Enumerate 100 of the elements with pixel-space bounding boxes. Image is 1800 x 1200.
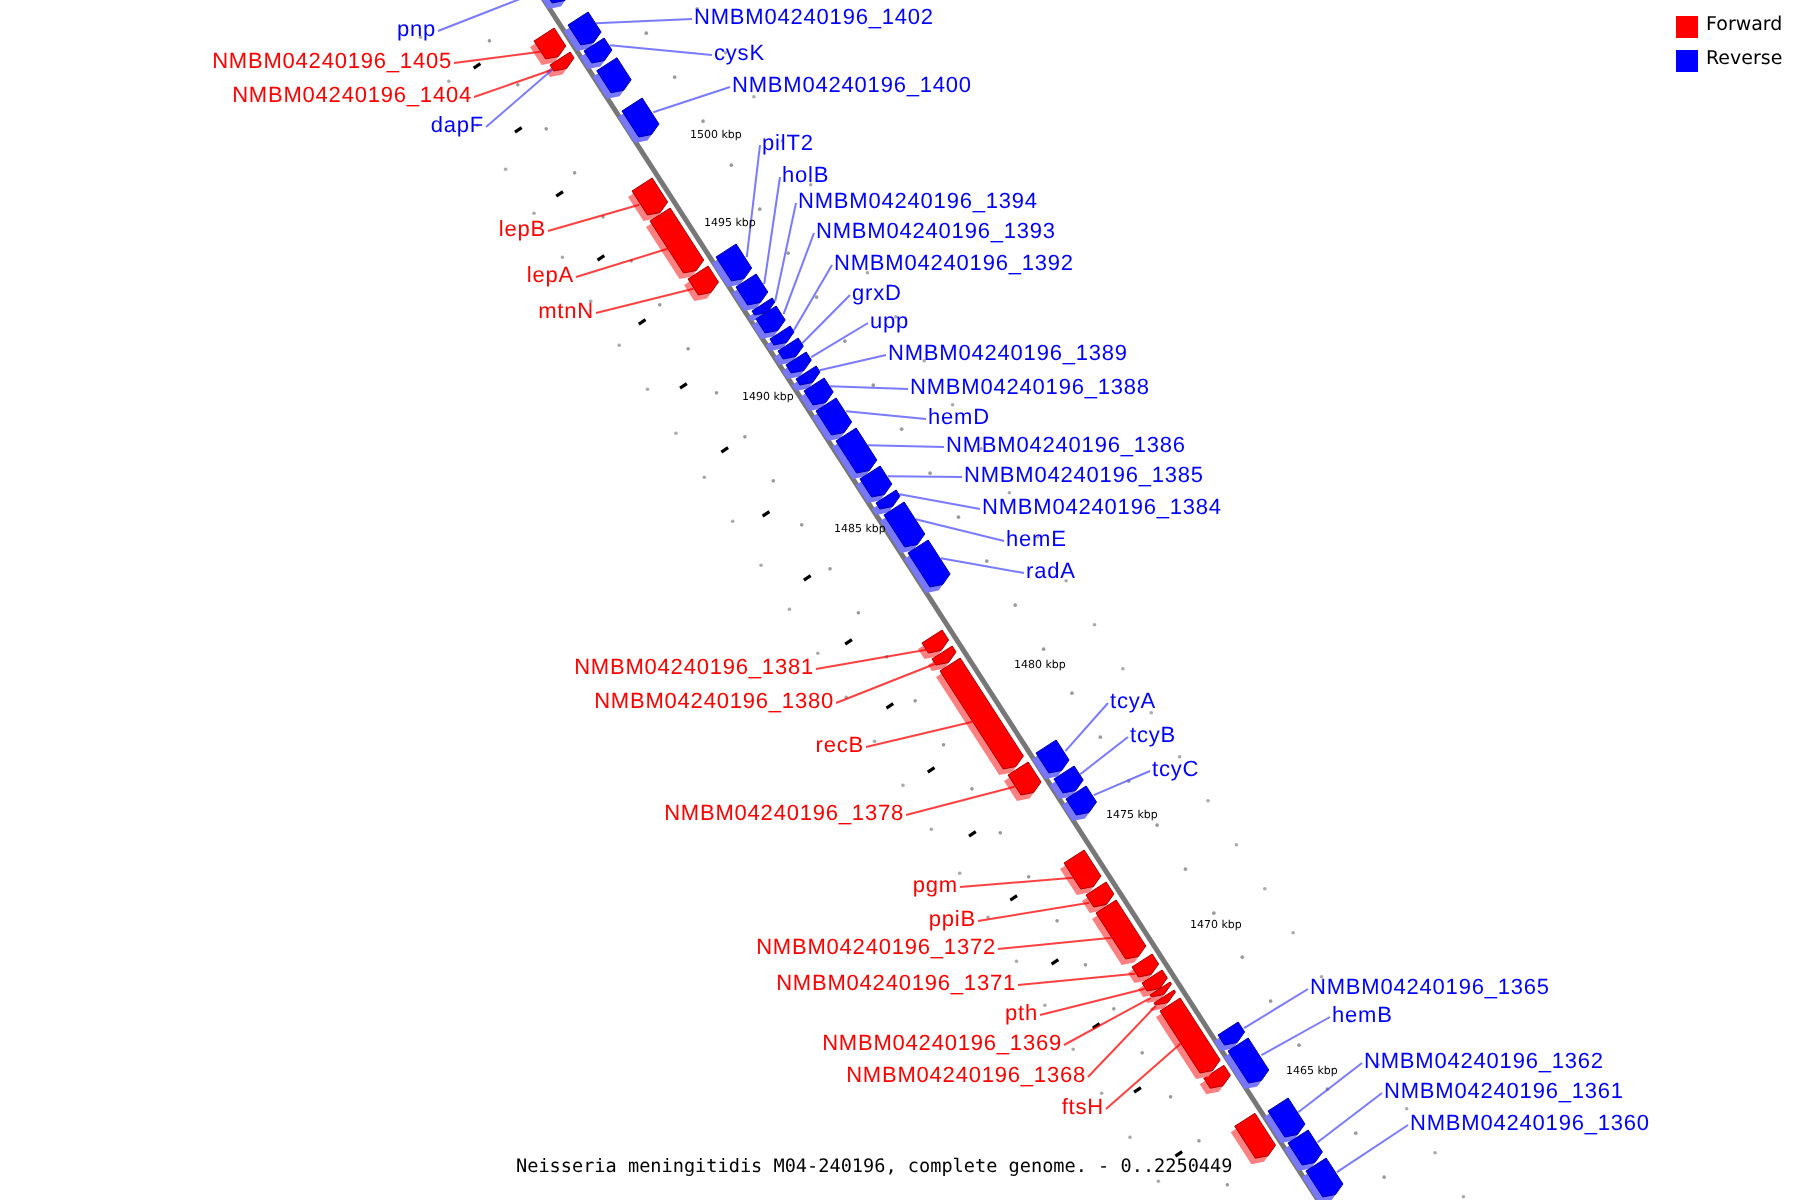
leader-line: [609, 44, 713, 56]
leader-line: [905, 785, 1016, 816]
gene-label: NMBM04240196_1386: [946, 434, 1186, 460]
gene-block: [831, 427, 877, 479]
leader-line: [547, 203, 641, 232]
gene-block: [1062, 785, 1097, 821]
gene-block: [1302, 1157, 1344, 1200]
leader-line: [473, 68, 554, 98]
gene-label: NMBM04240196_1378: [664, 802, 904, 828]
leader-line: [887, 475, 963, 478]
leader-line: [845, 410, 927, 420]
gene-label: NMBM04240196_1394: [798, 190, 1038, 216]
leader-line: [1063, 996, 1152, 1046]
gene-label: upp: [870, 310, 910, 336]
gene-label: pnp: [396, 18, 436, 44]
gene-block: [812, 397, 852, 441]
gene-label: NMBM04240196_1400: [732, 74, 972, 100]
leader-line: [828, 385, 909, 390]
gene-label: NMBM04240196_1380: [594, 690, 834, 716]
gene-label: NMBM04240196_1360: [1410, 1112, 1650, 1138]
leader-line: [1039, 987, 1146, 1016]
gene-label: NMBM04240196_1392: [834, 252, 1074, 278]
gene-block: [579, 37, 612, 69]
gene-label: NMBM04240196_1361: [1384, 1080, 1624, 1106]
leader-line: [594, 18, 693, 25]
gene-block: [627, 177, 667, 221]
leader-line: [1260, 1016, 1331, 1057]
legend-label: Reverse: [1706, 48, 1783, 72]
gene-block: [1284, 1129, 1323, 1171]
gene-block: [1003, 761, 1041, 801]
leader-line: [1316, 1092, 1383, 1144]
leader-line: [914, 518, 1005, 542]
leader-line: [595, 287, 695, 314]
leader-line: [939, 557, 1025, 574]
gene-label: lepB: [498, 218, 546, 244]
leader-line: [977, 901, 1091, 922]
gene-label: dapF: [430, 114, 484, 140]
gene-label: hemB: [1332, 1004, 1393, 1030]
gene-label: NMBM04240196_1365: [1310, 976, 1550, 1002]
gene-block: [1092, 899, 1147, 965]
leader-line: [1087, 1004, 1157, 1078]
leader-line: [782, 232, 815, 316]
gene-label: NMBM04240196_1402: [694, 6, 934, 32]
gene-block: [1155, 997, 1221, 1079]
leader-line: [763, 176, 781, 286]
leader-line: [818, 354, 887, 372]
gene-block: [903, 539, 950, 593]
gene-block: [646, 207, 705, 279]
leader-line: [1079, 736, 1129, 776]
leader-line: [835, 662, 937, 704]
leader-line: [997, 936, 1113, 950]
gene-label: NMBM04240196_1404: [232, 84, 472, 110]
leader-line: [1243, 988, 1309, 1030]
gene-label: NMBM04240196_1369: [822, 1032, 1062, 1058]
gene-label: NMBM04240196_1393: [816, 220, 1056, 246]
gene-block: [545, 51, 574, 77]
gene-block: [1224, 1037, 1270, 1089]
gene-label: NMBM04240196_1405: [212, 50, 452, 76]
legend-label: Forward: [1706, 14, 1783, 38]
gene-label: ppiB: [928, 908, 976, 934]
gene-label: grxD: [852, 282, 902, 308]
gene-label: pilT2: [762, 132, 814, 158]
gene-label: NMBM04240196_1368: [846, 1064, 1086, 1090]
leader-line: [1105, 1042, 1182, 1110]
gene-label: recB: [815, 734, 864, 760]
leader-line: [867, 444, 945, 448]
leader-line: [575, 247, 669, 278]
gene-label: mtnN: [538, 300, 594, 326]
gene-label: NMBM04240196_1385: [964, 464, 1204, 490]
leader-line: [1297, 1062, 1363, 1114]
leader-line: [485, 68, 554, 128]
gene-label: lepA: [526, 264, 574, 290]
leader-line: [801, 294, 851, 345]
leader-line: [810, 322, 869, 359]
gene-label: pth: [1005, 1002, 1038, 1028]
gene-label: NMBM04240196_1388: [910, 376, 1150, 402]
gene-block: [1263, 1097, 1305, 1143]
gene-label: tcyA: [1110, 690, 1156, 716]
leader-line: [898, 493, 981, 510]
leader-line: [1017, 972, 1137, 986]
gene-label: NMBM04240196_1384: [982, 496, 1222, 522]
gene-block: [618, 97, 660, 143]
gene-label: NMBM04240196_1381: [574, 656, 814, 682]
gene-label: tcyB: [1130, 724, 1176, 750]
leader-line: [774, 202, 797, 303]
gene-label: ftsH: [1061, 1096, 1104, 1122]
gene-block: [683, 265, 719, 301]
leader-line: [652, 86, 731, 114]
leader-line: [865, 720, 974, 748]
gene-label: NMBM04240196_1372: [756, 936, 996, 962]
gene-label: radA: [1026, 560, 1076, 586]
gene-label: NMBM04240196_1389: [888, 342, 1128, 368]
leader-line: [453, 50, 542, 64]
gene-label: NMBM04240196_1362: [1364, 1050, 1604, 1076]
gene-label: hemD: [928, 406, 990, 432]
leader-line: [745, 144, 761, 259]
leader-line: [815, 648, 928, 670]
gene-label: pgm: [912, 874, 958, 900]
gene-label: holB: [782, 164, 830, 190]
leader-line: [792, 264, 833, 332]
